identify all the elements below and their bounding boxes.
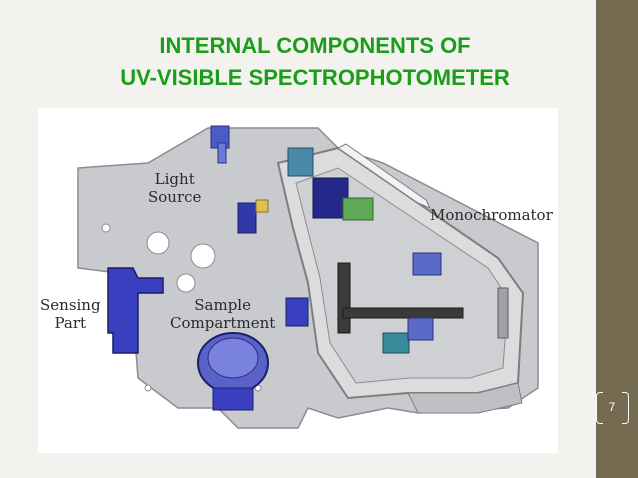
exit-slit bbox=[382, 332, 410, 354]
page-number: 7 bbox=[608, 400, 616, 414]
wall-front bbox=[407, 382, 523, 414]
sensing-detector bbox=[107, 267, 164, 354]
slide-sidebar bbox=[596, 0, 638, 478]
page-number-bracket-left bbox=[596, 392, 603, 424]
lamp-holder bbox=[255, 199, 269, 213]
plate-hole bbox=[176, 273, 196, 293]
detector-mount bbox=[407, 317, 434, 341]
circuit-board bbox=[342, 197, 374, 221]
plate-hole bbox=[190, 243, 216, 269]
title-line-2: UV-VISIBLE SPECTROPHOTOMETER bbox=[120, 65, 510, 90]
title-line-1: INTERNAL COMPONENTS OF bbox=[159, 33, 471, 58]
slide-title: INTERNAL COMPONENTS OF UV-VISIBLE SPECTR… bbox=[60, 30, 570, 94]
diagram-illustration bbox=[38, 108, 558, 453]
rotor-base bbox=[212, 387, 254, 411]
collimating-mirror bbox=[497, 287, 509, 339]
label-monochromator: Monochromator bbox=[430, 206, 553, 224]
label-sensing-part: Sensing Part bbox=[40, 296, 101, 332]
wall-top bbox=[337, 143, 432, 209]
optical-rail-horizontal bbox=[342, 307, 464, 319]
sample-rotor-inner bbox=[207, 337, 259, 379]
spectrophotometer-diagram: Light Source Monochromator Sensing Part … bbox=[38, 108, 558, 453]
lamp-mount bbox=[217, 142, 227, 164]
sample-holder bbox=[285, 297, 309, 327]
plate-hole bbox=[144, 384, 152, 392]
page-number-bracket-right bbox=[622, 392, 629, 424]
label-light-source: Light Source bbox=[148, 170, 202, 206]
plate-hole bbox=[146, 231, 170, 255]
entrance-slit bbox=[287, 147, 314, 177]
mirror-mount bbox=[412, 252, 442, 276]
label-sample-compartment: Sample Compartment bbox=[170, 296, 276, 332]
plate-hole bbox=[101, 223, 111, 233]
optical-rail bbox=[337, 262, 351, 334]
light-source-housing bbox=[237, 202, 257, 234]
